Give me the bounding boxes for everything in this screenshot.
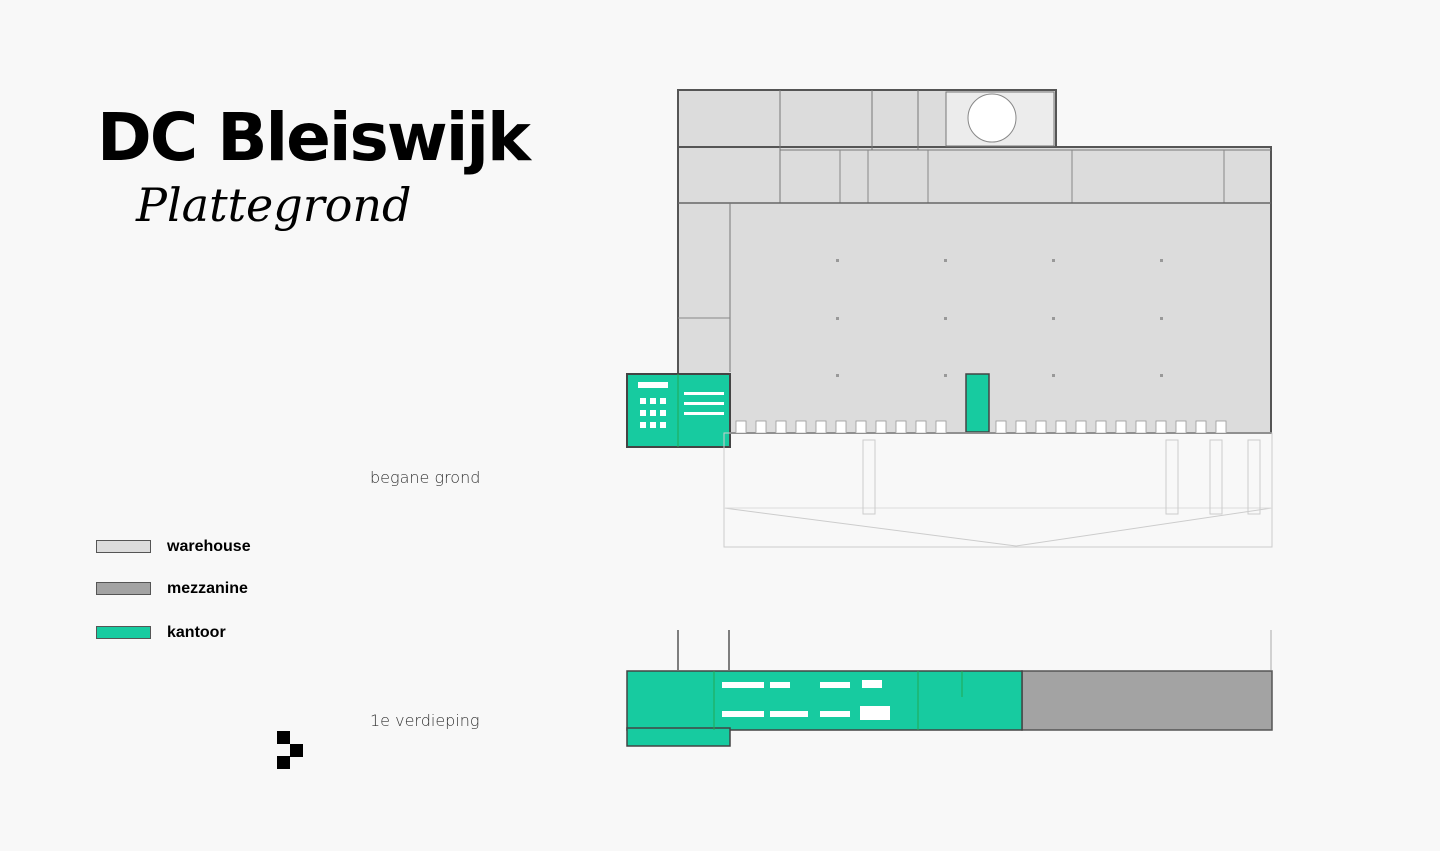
tank-icon — [967, 93, 1017, 143]
legend-swatch-mezzanine — [96, 582, 151, 595]
legend-label-warehouse: warehouse — [167, 538, 251, 555]
legend-item-mezzanine: mezzanine — [96, 578, 296, 598]
logo-icon — [277, 731, 303, 769]
legend-item-kantoor: kantoor — [96, 622, 296, 642]
first-floor-office-annex — [626, 727, 731, 747]
page-subtitle: Plattegrond — [136, 178, 412, 232]
legend-item-warehouse: warehouse — [96, 536, 296, 556]
mezzanine-area — [1021, 670, 1273, 731]
page-title: DC Bleiswijk — [97, 99, 531, 176]
floor-label-ground: begane grond — [370, 468, 481, 487]
first-floor-plan — [626, 630, 1273, 747]
ground-floor-plan — [626, 89, 1273, 548]
legend-swatch-kantoor — [96, 626, 151, 639]
first-floor-office — [626, 670, 1023, 731]
legend-swatch-warehouse — [96, 540, 151, 553]
legend-label-mezzanine: mezzanine — [167, 580, 248, 597]
ground-office-small — [965, 373, 990, 433]
floor-label-first: 1e verdieping — [370, 711, 480, 730]
legend-label-kantoor: kantoor — [167, 624, 226, 641]
